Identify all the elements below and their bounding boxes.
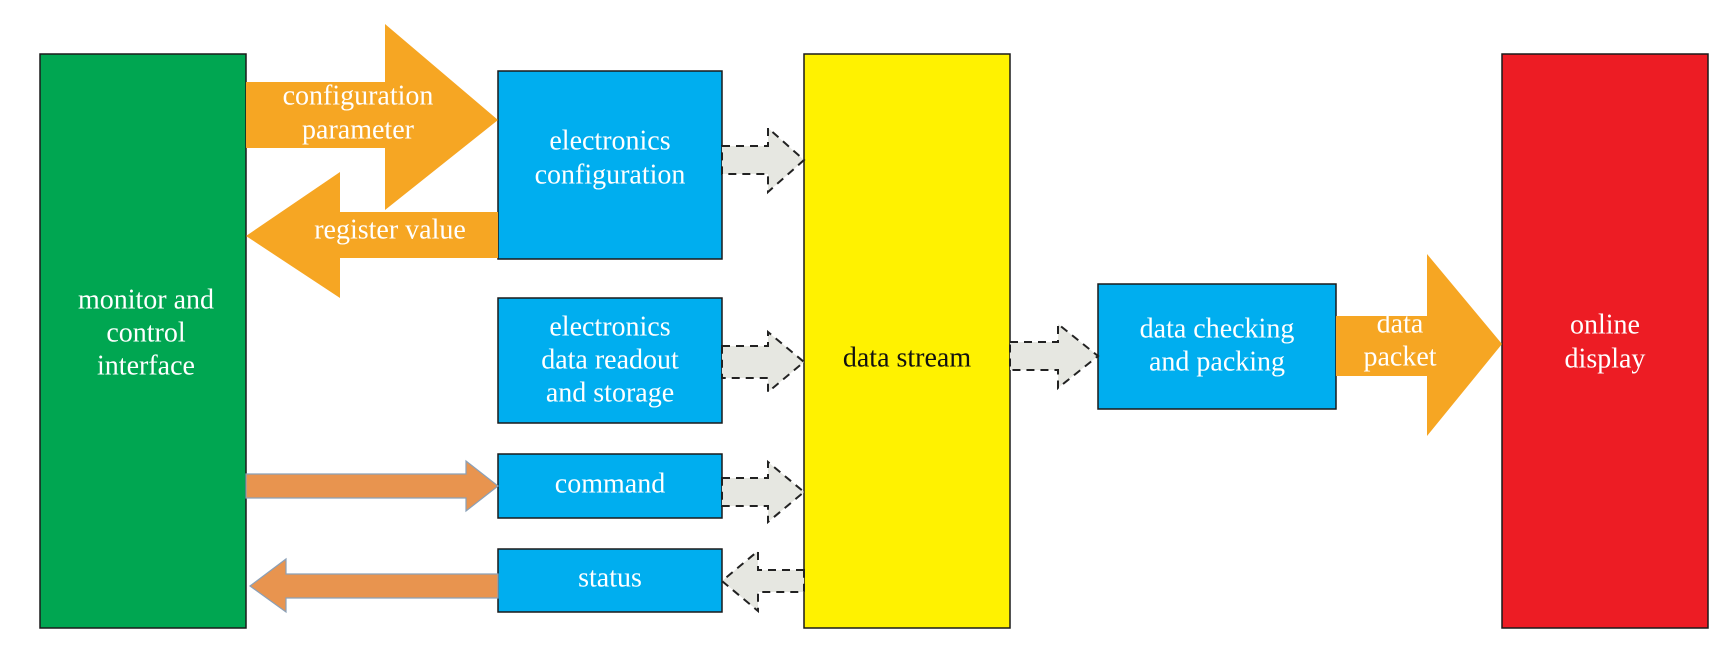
config-to-stream-arrow bbox=[721, 125, 806, 195]
elec-readout-label-line-3: and storage bbox=[546, 377, 674, 408]
online-display-block bbox=[1501, 53, 1709, 629]
config-param-label-line-2: parameter bbox=[302, 114, 415, 145]
command-arrow bbox=[245, 459, 499, 513]
online-label-line-1: online bbox=[1570, 309, 1640, 340]
checking-label-line-2: and packing bbox=[1149, 346, 1285, 377]
data-packet-arrow bbox=[1336, 254, 1502, 436]
status-label: status bbox=[578, 562, 642, 593]
electronics-readout-block bbox=[497, 297, 723, 424]
data-checking-block bbox=[1097, 283, 1337, 410]
data-packet-label-line-1: data bbox=[1377, 308, 1424, 339]
data-stream-label: data stream bbox=[843, 342, 971, 373]
stream-to-status-arrow bbox=[720, 548, 805, 614]
command-label: command bbox=[555, 468, 665, 499]
elec-readout-label-line-1: electronics bbox=[549, 311, 670, 342]
elec-config-label-line-2: configuration bbox=[535, 159, 686, 190]
monitor-control-block bbox=[39, 53, 247, 629]
stream-to-checking-arrow bbox=[1009, 321, 1100, 391]
monitor-label-line-2: control bbox=[106, 317, 186, 348]
configuration-parameter-arrow bbox=[246, 24, 498, 210]
elec-readout-label-line-2: data readout bbox=[541, 344, 679, 375]
status-arrow bbox=[248, 557, 499, 614]
register-value-label: register value bbox=[314, 214, 466, 245]
command-to-stream-arrow bbox=[721, 459, 806, 525]
register-value-arrow bbox=[246, 172, 498, 298]
monitor-label-line-3: interface bbox=[97, 350, 195, 381]
data-packet-label-line-2: packet bbox=[1363, 341, 1436, 372]
readout-to-stream-arrow bbox=[721, 329, 806, 395]
data-stream-block bbox=[803, 53, 1011, 629]
electronics-configuration-block bbox=[497, 70, 723, 260]
monitor-label-line-1: monitor and bbox=[78, 284, 214, 315]
config-param-label-line-1: configuration bbox=[283, 80, 434, 111]
command-block bbox=[497, 453, 723, 519]
online-label-line-2: display bbox=[1565, 343, 1646, 374]
status-block bbox=[497, 548, 723, 613]
elec-config-label-line-1: electronics bbox=[549, 125, 670, 156]
checking-label-line-1: data checking bbox=[1140, 313, 1295, 344]
